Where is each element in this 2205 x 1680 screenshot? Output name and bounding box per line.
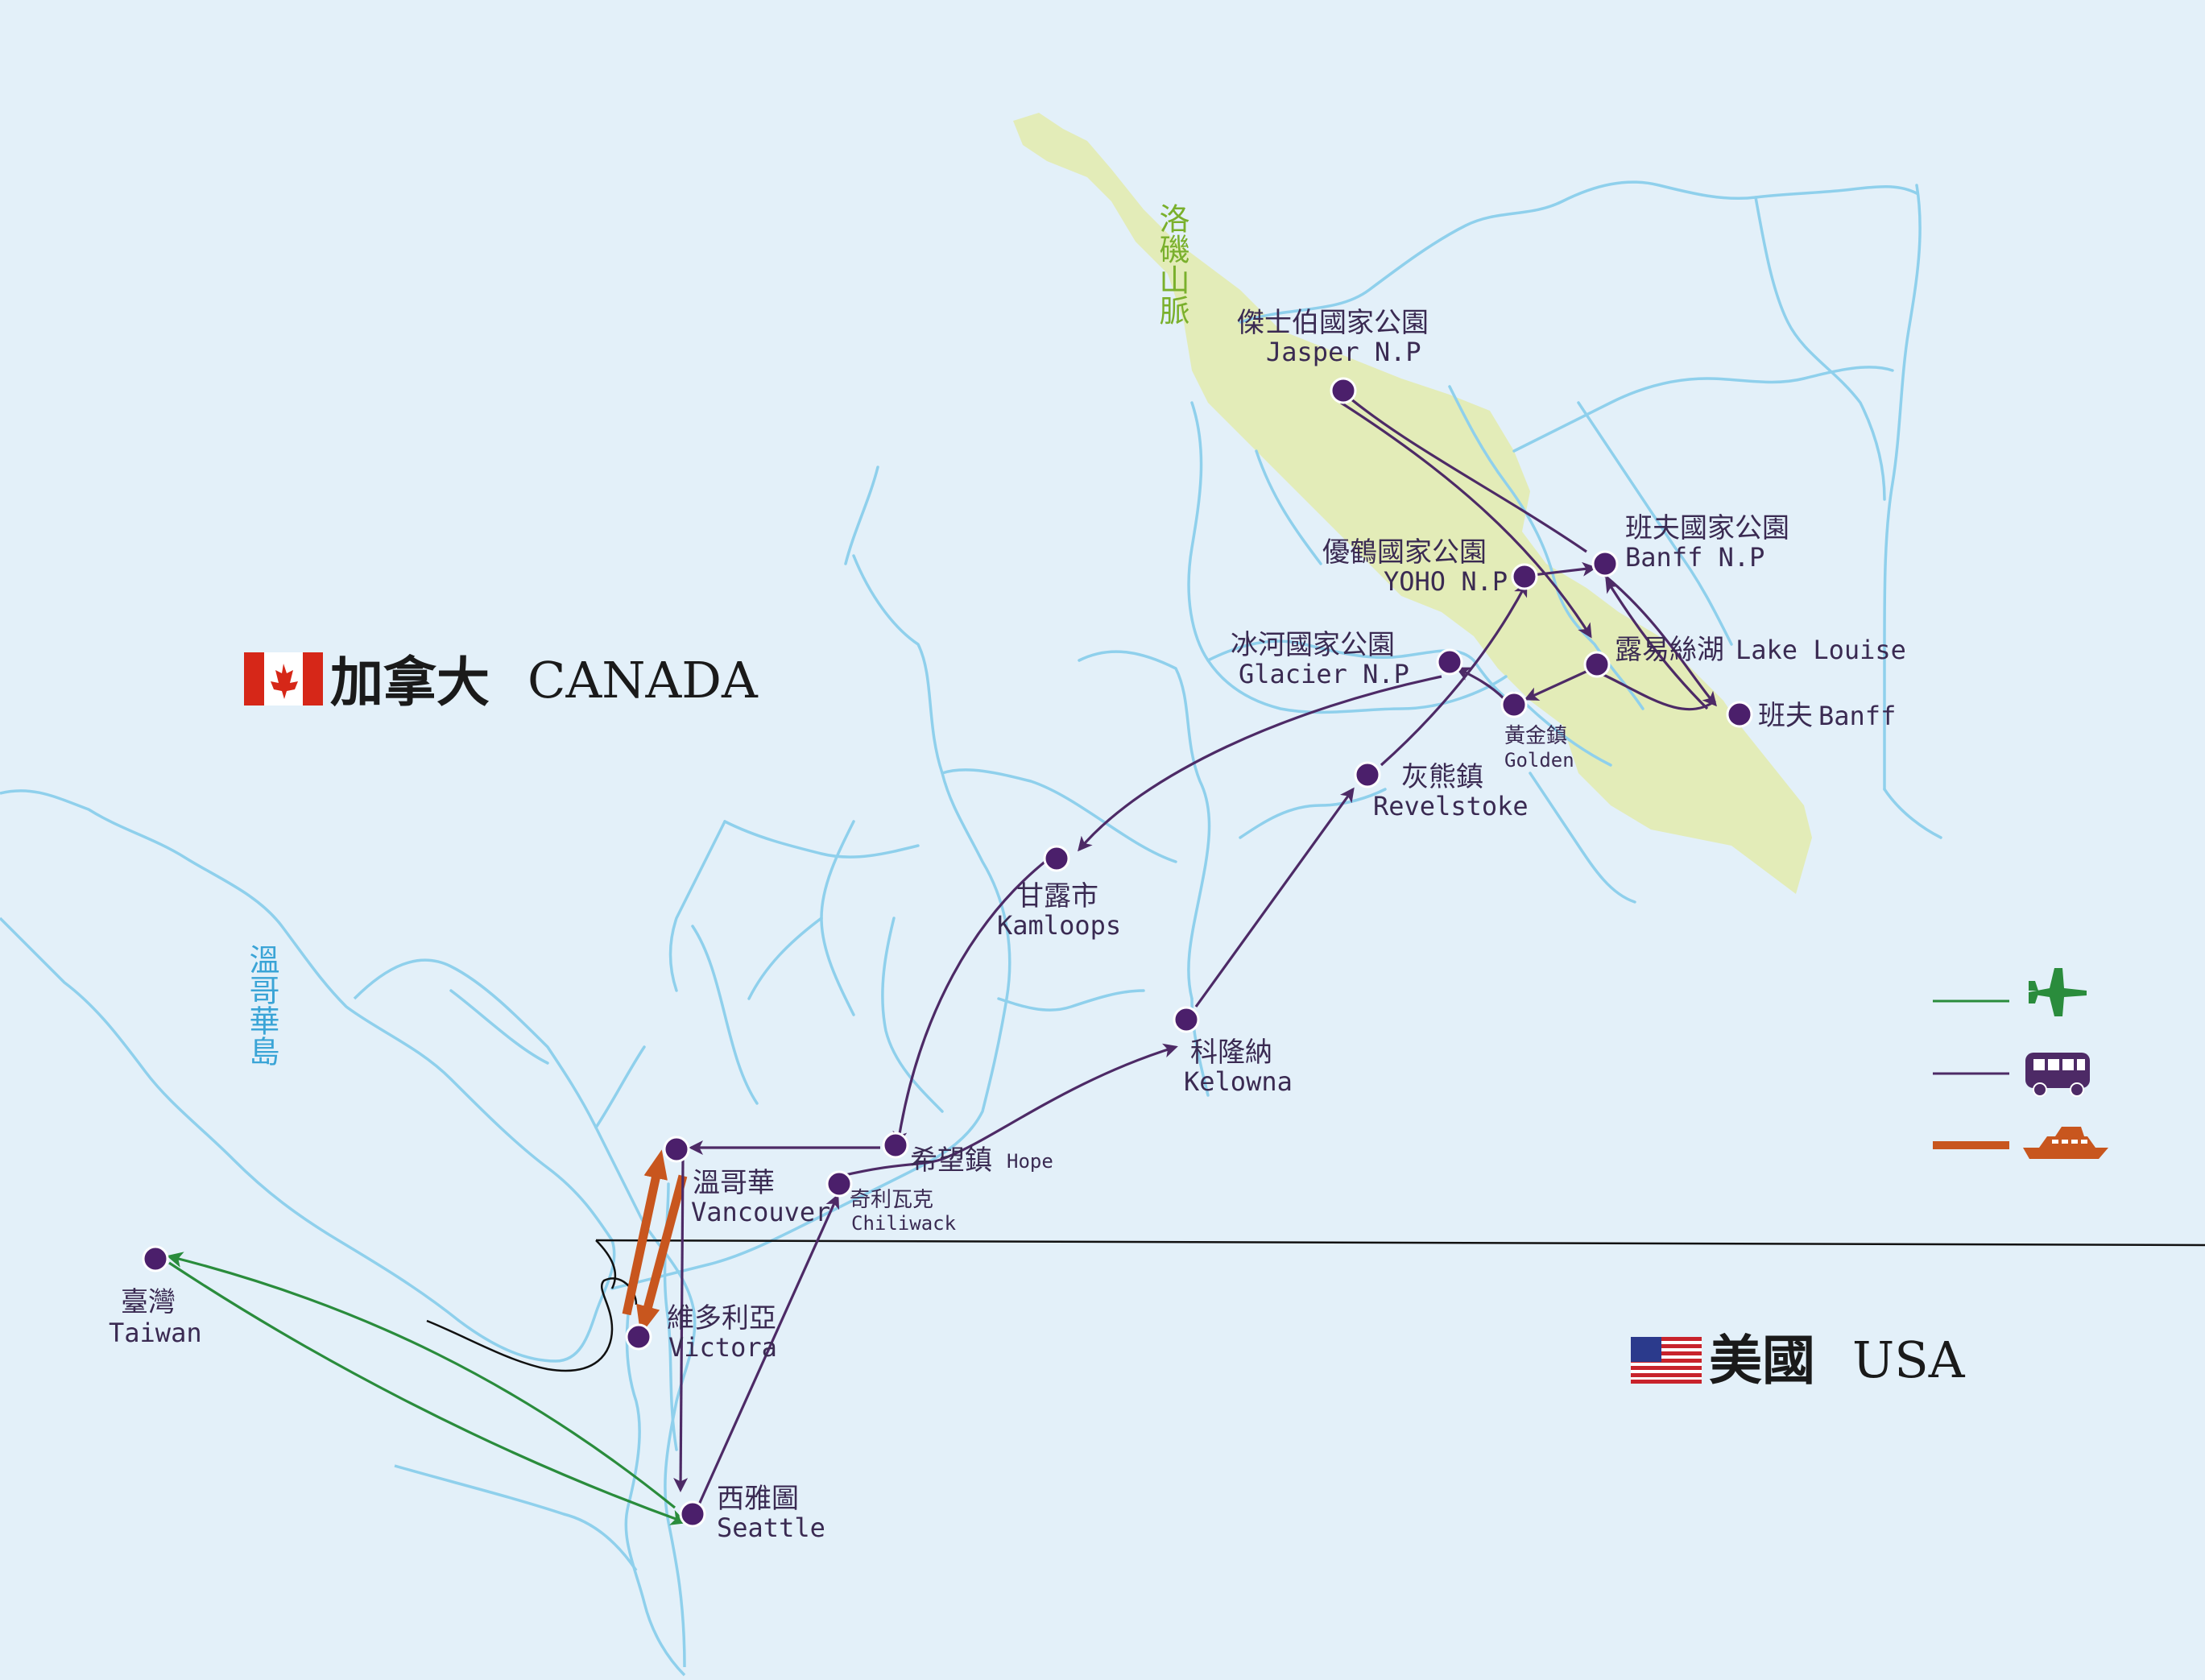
city-chilliwack[interactable] <box>825 1170 853 1198</box>
city-kamloops[interactable] <box>1043 845 1070 872</box>
city-jasper[interactable] <box>1330 377 1357 404</box>
label-seattle-zh: 西雅圖 <box>717 1483 799 1515</box>
label-golden-zh: 黃金鎮 <box>1504 724 1567 748</box>
flight-seattle-to-taiwan <box>166 1252 676 1509</box>
city-victoria[interactable] <box>625 1323 652 1351</box>
vancouver-island-coast <box>0 789 616 1363</box>
ferry-vancouver-to-victoria <box>636 1174 688 1335</box>
city-banff-np[interactable] <box>1591 550 1619 577</box>
label-hope-en: Hope <box>1007 1150 1053 1173</box>
canada-flag-icon <box>244 652 323 706</box>
label-revelstoke-en: Revelstoke <box>1373 791 1529 821</box>
label-lake-louise-zh: 露易絲湖 <box>1615 634 1724 666</box>
city-vancouver[interactable] <box>663 1136 690 1163</box>
label-jasper-zh: 傑士伯國家公園 <box>1237 307 1429 339</box>
city-lake-louise[interactable] <box>1583 651 1611 678</box>
city-kelowna[interactable] <box>1173 1006 1200 1033</box>
canada-label-en: CANADA <box>527 651 759 710</box>
city-revelstoke[interactable] <box>1354 761 1381 788</box>
label-glacier-zh: 冰河國家公園 <box>1231 629 1395 661</box>
legend <box>1933 968 2108 1159</box>
label-seattle-en: Seattle <box>717 1512 825 1543</box>
label-vancouver-zh: 溫哥華 <box>693 1167 775 1199</box>
rocky-mountains-region <box>1013 113 1812 894</box>
label-chilliwack-zh: 奇利瓦克 <box>850 1188 933 1212</box>
label-banff-np-zh: 班夫國家公園 <box>1625 512 1789 544</box>
label-lake-louise-en: Lake Louise <box>1735 635 1906 665</box>
city-taiwan[interactable] <box>142 1245 169 1272</box>
border-water-line <box>426 1277 638 1372</box>
border-juan-de-fuca <box>595 1239 617 1289</box>
label-victoria-en: Victora <box>668 1332 777 1363</box>
label-yoho-zh: 優鶴國家公園 <box>1322 536 1487 569</box>
label-glacier-en: Glacier N.P <box>1239 659 1409 689</box>
label-banff-en: Banff <box>1818 701 1896 731</box>
label-taiwan-zh: 臺灣 <box>121 1286 176 1318</box>
city-hope[interactable] <box>882 1132 909 1159</box>
label-kelowna-zh: 科隆納 <box>1190 1037 1272 1069</box>
label-banff-np-en: Banff N.P <box>1625 542 1764 573</box>
label-banff-zh: 班夫 <box>1758 700 1813 732</box>
river-network <box>449 180 1942 1451</box>
bus-icon <box>2025 1053 2090 1097</box>
olympic-coast <box>394 1464 638 1571</box>
label-vancouver-en: Vancouver <box>691 1197 830 1227</box>
label-kamloops-en: Kamloops <box>997 910 1121 941</box>
usa-label-zh: 美國 <box>1709 1329 1815 1392</box>
city-banff[interactable] <box>1726 701 1753 728</box>
label-chilliwack-en: Chiliwack <box>851 1212 957 1235</box>
label-yoho-en: YOHO N.P <box>1384 566 1508 597</box>
bus-routes <box>673 389 1717 1505</box>
usa-label-en: USA <box>1852 1330 1966 1389</box>
label-victoria-zh: 維多利亞 <box>667 1302 776 1334</box>
city-seattle[interactable] <box>679 1500 706 1528</box>
rockies-label: 洛磯山脈 <box>1154 203 1189 325</box>
canada-label-zh: 加拿大 <box>330 651 490 714</box>
label-revelstoke-zh: 灰熊鎮 <box>1401 761 1483 793</box>
vancouver-island-label: 溫哥華島 <box>244 944 279 1066</box>
canada-usa-border <box>595 1239 2205 1247</box>
label-golden-en: Golden <box>1504 749 1574 772</box>
label-jasper-en: Jasper N.P <box>1266 337 1421 367</box>
ship-icon <box>2023 1127 2108 1159</box>
usa-flag-icon <box>1631 1337 1702 1384</box>
city-labels: 傑士伯國家公園 Jasper N.P 班夫國家公園 Banff N.P 優鶴國家… <box>109 307 1906 1543</box>
ferry-victoria-to-vancouver <box>622 1149 668 1316</box>
label-taiwan-en: Taiwan <box>109 1318 202 1348</box>
city-markers <box>142 377 1753 1528</box>
flight-taiwan-to-seattle <box>168 1261 688 1525</box>
label-kamloops-zh: 甘露市 <box>1016 880 1098 912</box>
city-yoho[interactable] <box>1511 563 1538 590</box>
label-kelowna-en: Kelowna <box>1184 1066 1293 1097</box>
city-golden[interactable] <box>1500 691 1528 718</box>
city-glacier[interactable] <box>1436 648 1463 676</box>
airplane-icon <box>2029 968 2087 1016</box>
label-hope-zh: 希望鎮 <box>910 1144 992 1177</box>
